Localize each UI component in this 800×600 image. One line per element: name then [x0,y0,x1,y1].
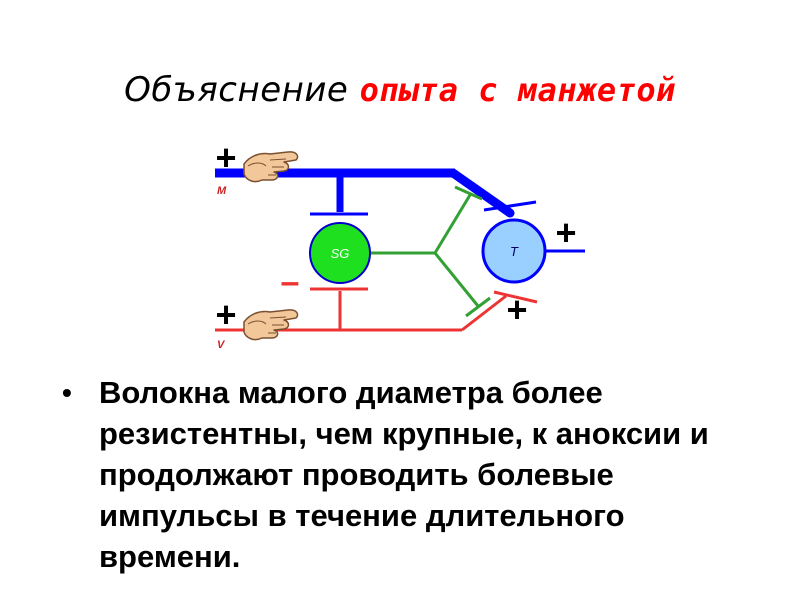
t-neuron: T [481,218,547,284]
hand-icon [243,309,299,341]
interneuron-connections [370,185,491,318]
bullet-list: • Волокна малого диаметра более резистен… [62,372,742,577]
v-label: V [217,339,226,351]
plus-sign: + [215,294,236,335]
slide-title: Объяснение опыта с манжетой [0,70,800,110]
sg-neuron: SG [309,222,371,284]
bullet-text: Волокна малого диаметра более резистентн… [99,375,709,574]
minus-sign: – [281,263,300,301]
m-label: M [217,185,227,197]
t-label: T [510,244,519,259]
plus-sign: + [506,289,527,330]
plus-sign: + [555,212,576,253]
bullet-dot: • [62,377,72,408]
plus-sign: + [215,137,236,178]
title-plain: Объяснение [124,70,360,110]
title-accent: опыта с манжетой [359,71,676,109]
sg-label: SG [331,246,350,261]
